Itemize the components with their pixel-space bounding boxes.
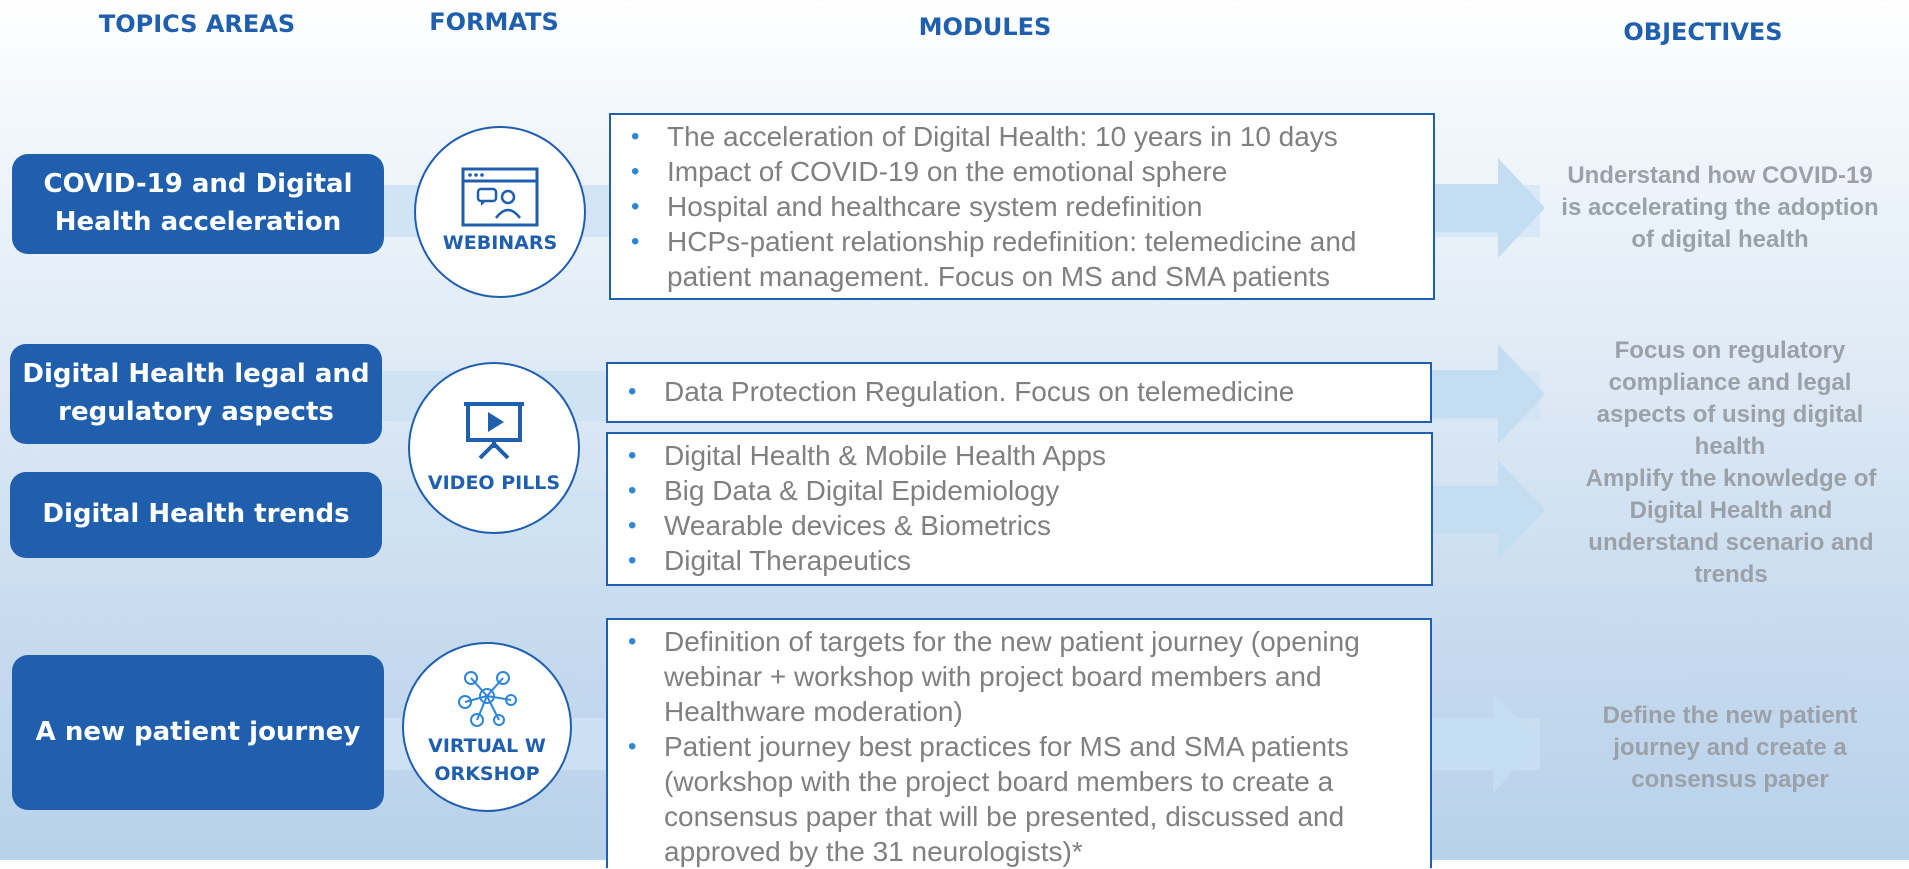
objective-legal: Focus on regulatory compliance and legal… — [1596, 337, 1864, 460]
format-webinars: WEBINARS — [414, 126, 586, 298]
module-item: Wearable devices & Biometrics — [628, 508, 1417, 543]
module-item: Digital Health & Mobile Health Apps — [628, 438, 1417, 473]
module-item: Hospital and healthcare system redefinit… — [631, 189, 1419, 224]
module-item: Big Data & Digital Epidemiology — [628, 473, 1417, 508]
webinar-icon — [461, 167, 539, 227]
topic-digital-health-trends: Digital Health trends — [10, 472, 382, 558]
module-item: HCPs-patient relationship redefinition: … — [631, 224, 1419, 294]
module-box-trends: Digital Health & Mobile Health Apps Big … — [606, 432, 1433, 586]
format-video-pills: VIDEO PILLS — [408, 362, 580, 534]
format-label-webinars: WEBINARS — [442, 231, 558, 254]
module-item: The acceleration of Digital Health: 10 y… — [631, 119, 1419, 154]
module-item: Patient journey best practices for MS an… — [628, 729, 1416, 869]
header-topics-areas: TOPICS AREAS — [98, 10, 296, 38]
format-label-video-pills: VIDEO PILLS — [427, 471, 561, 494]
arrow-covid-icon — [1430, 158, 1545, 258]
format-label-virtual-workshop: VIRTUAL WORKSHOP — [428, 734, 546, 786]
header-modules: MODULES — [918, 13, 1052, 41]
topic-new-patient-journey: A new patient journey — [12, 655, 384, 810]
arrow-trends-icon — [1430, 460, 1545, 560]
objective-trends: Amplify the knowledge of Digital Health … — [1585, 465, 1877, 588]
objective-covid: Understand how COVID-19 is accelerating … — [1561, 162, 1879, 253]
topic-legal-regulatory: Digital Health legal and regulatory aspe… — [10, 344, 382, 444]
arrow-journey-icon — [1425, 693, 1540, 793]
module-box-journey: Definition of targets for the new patien… — [606, 618, 1432, 868]
objective-journey: Define the new patient journey and creat… — [1602, 702, 1858, 793]
arrow-legal-icon — [1430, 344, 1545, 444]
module-item: Definition of targets for the new patien… — [628, 624, 1416, 729]
module-item: Data Protection Regulation. Focus on tel… — [628, 374, 1416, 409]
module-box-legal: Data Protection Regulation. Focus on tel… — [606, 362, 1432, 423]
network-people-icon — [458, 670, 517, 727]
module-box-covid: The acceleration of Digital Health: 10 y… — [609, 113, 1435, 300]
module-item: Digital Therapeutics — [628, 543, 1417, 578]
header-objectives: OBJECTIVES — [1623, 18, 1783, 46]
presentation-play-icon — [464, 401, 524, 460]
format-virtual-workshop: VIRTUAL WORKSHOP — [402, 642, 572, 812]
header-formats: FORMATS — [429, 8, 559, 36]
topic-covid-digital-health: COVID-19 and Digital Health acceleration — [12, 154, 384, 254]
module-item: Impact of COVID-19 on the emotional sphe… — [631, 154, 1419, 189]
